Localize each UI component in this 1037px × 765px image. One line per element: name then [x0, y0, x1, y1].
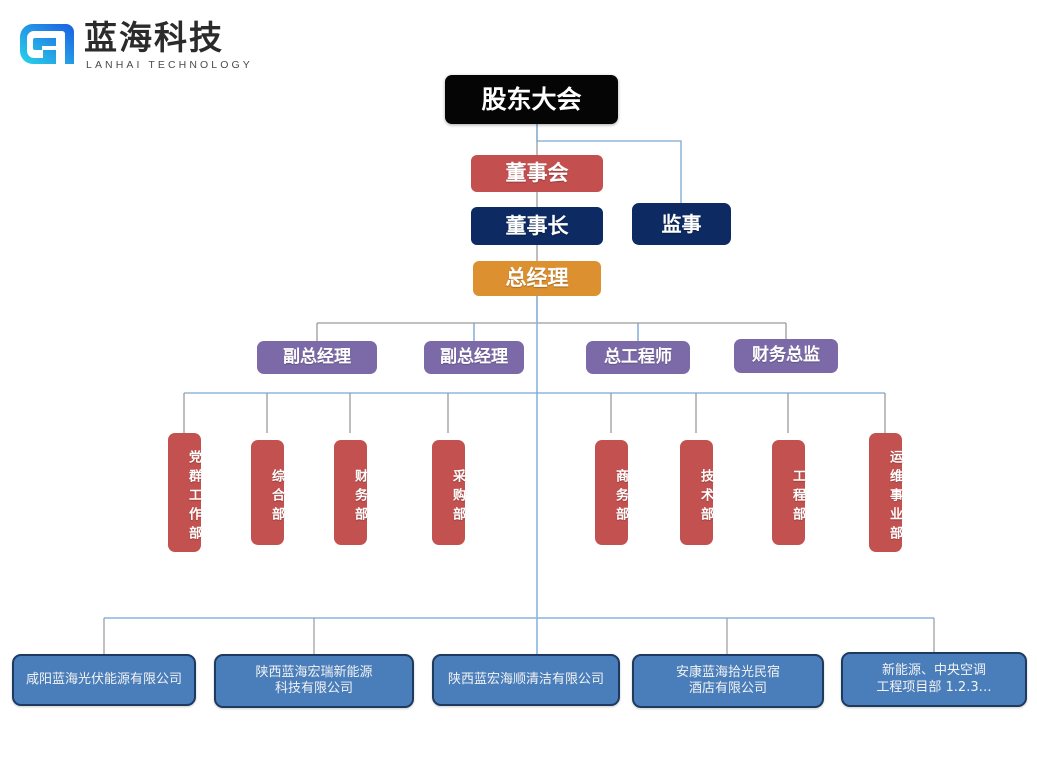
node-dept-engineering[interactable]: 工程部 [772, 440, 805, 545]
brand-name-cn: 蓝海科技 [84, 18, 224, 57]
subsidiary-line-1: 陕西蓝宏海顺清洁有限公司 [447, 671, 604, 687]
brand-logo: 蓝海科技 LANHAI TECHNOLOGY [16, 18, 266, 74]
node-board-of-directors[interactable]: 董事会 [471, 155, 603, 192]
node-subsidiary-xianyang-pv[interactable]: 咸阳蓝海光伏能源有限公司 [12, 654, 196, 706]
node-subsidiary-project-departments[interactable]: 新能源、中央空调 工程项目部 1.2.3… [841, 652, 1027, 707]
node-dept-business[interactable]: 商务部 [595, 440, 628, 545]
subsidiary-line-1: 新能源、中央空调 [881, 663, 986, 679]
subsidiary-line-2: 工程项目部 1.2.3… [876, 679, 992, 695]
node-subsidiary-ankang-shiguang-hotel[interactable]: 安康蓝海拾光民宿 酒店有限公司 [632, 654, 824, 708]
node-subsidiary-shaanxi-hongrui[interactable]: 陕西蓝海宏瑞新能源 科技有限公司 [214, 654, 414, 708]
node-chief-engineer[interactable]: 总工程师 [586, 341, 690, 374]
node-dept-operations-division[interactable]: 运维事业部 [869, 433, 902, 552]
subsidiary-line-2: 科技有限公司 [274, 681, 353, 696]
subsidiary-line-1: 咸阳蓝海光伏能源有限公司 [25, 671, 182, 687]
brand-name-en: LANHAI TECHNOLOGY [86, 59, 253, 71]
node-finance-director[interactable]: 财务总监 [734, 339, 838, 373]
node-supervisor[interactable]: 监事 [632, 203, 731, 245]
node-dept-finance[interactable]: 财务部 [334, 440, 367, 545]
node-chairman[interactable]: 董事长 [471, 207, 603, 245]
subsidiary-line-2: 酒店有限公司 [688, 681, 767, 696]
lanhai-logo-icon [19, 23, 74, 64]
subsidiary-line-1: 安康蓝海拾光民宿 [675, 664, 780, 680]
node-shareholders-meeting[interactable]: 股东大会 [445, 75, 618, 124]
node-dept-party-affairs[interactable]: 党群工作部 [168, 433, 201, 552]
node-dept-procurement[interactable]: 采购部 [432, 440, 465, 545]
node-general-manager[interactable]: 总经理 [473, 261, 601, 296]
node-deputy-general-manager-1[interactable]: 副总经理 [257, 341, 377, 374]
subsidiary-line-1: 陕西蓝海宏瑞新能源 [255, 664, 373, 680]
node-dept-general-affairs[interactable]: 综合部 [251, 440, 284, 545]
node-subsidiary-lanhonghaishun-cleaning[interactable]: 陕西蓝宏海顺清洁有限公司 [432, 654, 620, 706]
node-dept-technology[interactable]: 技术部 [680, 440, 713, 545]
node-deputy-general-manager-2[interactable]: 副总经理 [424, 341, 524, 374]
